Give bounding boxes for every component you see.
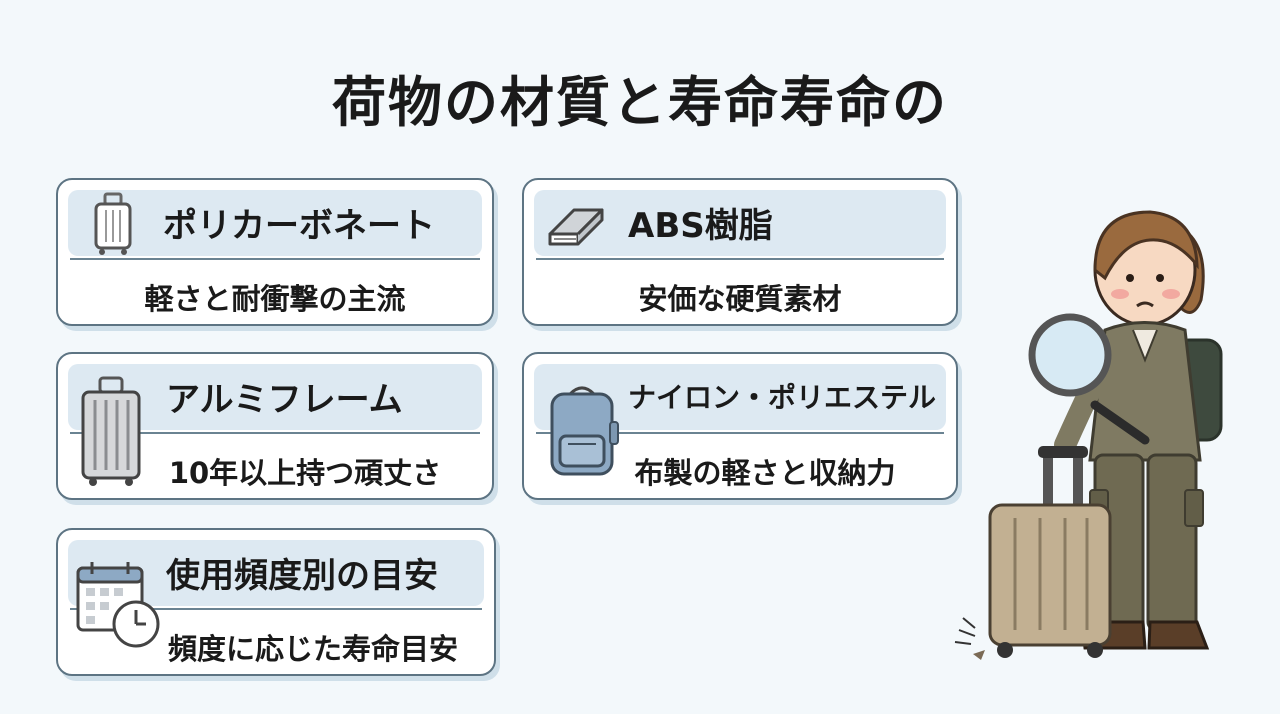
card-heading: ナイロン・ポリエステル <box>628 381 937 414</box>
card-divider <box>536 258 944 260</box>
card-divider <box>70 258 480 260</box>
worried-traveler-with-magnifier-illustration <box>954 210 1223 660</box>
backpack-icon <box>550 386 619 476</box>
page-title: 荷物の材質と寿命寿命の <box>332 71 948 134</box>
book-icon <box>548 208 604 246</box>
card-description: 安価な硬質素材 <box>638 282 842 316</box>
card-divider <box>536 432 944 434</box>
card-description: 軽さと耐衝撃の主流 <box>144 282 406 316</box>
card-aluminum-frame: アルミフレーム 10年以上持つ頑丈さ <box>56 352 494 500</box>
carry-suitcase-icon <box>94 192 132 255</box>
card-description: 10年以上持つ頑丈さ <box>168 456 442 490</box>
card-usage-frequency: 使用頻度別の目安 頻度に応じた寿命目安 <box>56 528 496 676</box>
card-header <box>68 190 482 256</box>
card-divider <box>70 432 480 434</box>
card-heading: 使用頻度別の目安 <box>166 556 438 596</box>
card-polycarbonate: ポリカーボネート 軽さと耐衝撃の主流 <box>56 178 494 326</box>
card-description: 頻度に応じた寿命目安 <box>168 632 459 666</box>
card-description: 布製の軽さと収納力 <box>634 456 896 490</box>
card-divider <box>70 608 482 610</box>
calendar-clock-icon <box>76 562 160 648</box>
card-heading: ABS樹脂 <box>628 206 773 246</box>
card-heading: アルミフレーム <box>166 380 403 420</box>
card-heading: ポリカーボネート <box>163 206 435 246</box>
card-nylon-polyester: ナイロン・ポリエステル 布製の軽さと収納力 <box>522 352 958 500</box>
aluminum-suitcase-icon <box>81 376 141 486</box>
card-abs-resin: ABS樹脂 安価な硬質素材 <box>522 178 958 326</box>
card-header <box>534 190 946 256</box>
